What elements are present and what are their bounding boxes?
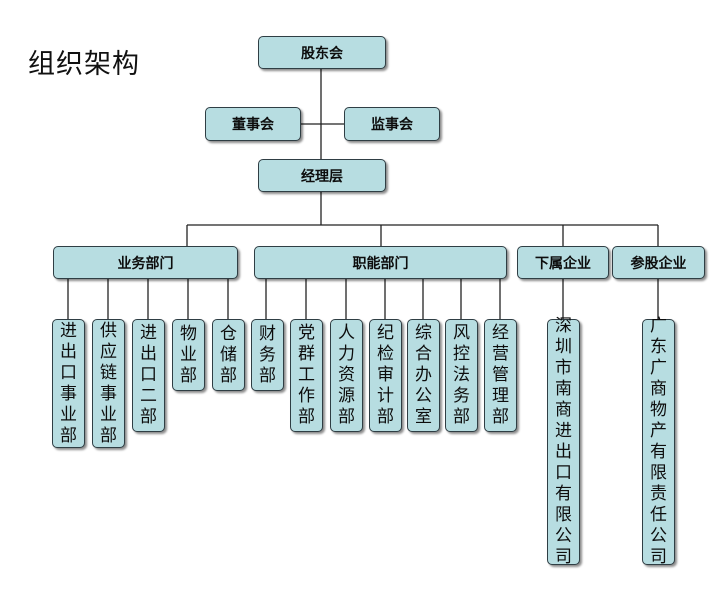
node-property-dept: 物业部: [172, 319, 205, 391]
node-warehousing-dept: 仓储部: [212, 319, 245, 391]
node-label: 监事会: [371, 117, 413, 133]
node-label: 下属企业: [535, 255, 591, 272]
node-supply-chain-division: 供应链事业部: [92, 319, 125, 448]
node-label: 进出口二部: [140, 323, 157, 427]
node-label: 参股企业: [630, 255, 687, 272]
node-label: 财务部: [259, 323, 276, 386]
node-label: 经理层: [301, 168, 343, 185]
node-board-of-supervisors: 监事会: [344, 107, 440, 141]
node-label: 物业部: [180, 323, 197, 386]
node-general-office: 综合办公室: [407, 319, 440, 432]
node-import-export-division: 进出口事业部: [52, 319, 85, 448]
node-label: 业务部门: [117, 255, 174, 272]
node-label: 综合办公室: [415, 323, 432, 427]
node-label: 供应链事业部: [100, 320, 117, 446]
node-label: 进出口事业部: [60, 320, 77, 446]
node-label: 广东广商物产有限责任公司: [650, 316, 667, 567]
node-shareholders-meeting: 股东会: [258, 36, 386, 69]
node-operations-management-dept: 经营管理部: [484, 319, 517, 432]
node-label: 股东会: [301, 45, 343, 62]
node-subsidiary-company: 深圳市南商进出口有限公司: [547, 316, 580, 567]
node-label: 纪检审计部: [377, 323, 394, 427]
page-title: 组织架构: [28, 49, 140, 80]
node-label: 人力资源部: [338, 323, 355, 427]
node-subsidiaries: 下属企业: [517, 246, 609, 279]
node-discipline-audit-dept: 纪检审计部: [369, 319, 402, 432]
node-human-resources-dept: 人力资源部: [330, 319, 363, 432]
node-label: 经营管理部: [492, 323, 509, 427]
node-label: 董事会: [232, 117, 274, 133]
node-label: 仓储部: [220, 323, 237, 386]
node-party-affairs-dept: 党群工作部: [290, 319, 323, 432]
node-finance-dept: 财务部: [251, 319, 284, 391]
node-import-export-dept-2: 进出口二部: [132, 319, 165, 432]
node-label: 风控法务部: [453, 323, 470, 427]
node-affiliate-company: 广东广商物产有限责任公司: [642, 316, 675, 567]
node-board-of-directors: 董事会: [205, 107, 301, 141]
node-risk-legal-dept: 风控法务部: [445, 319, 478, 432]
node-management: 经理层: [258, 159, 386, 192]
node-label: 党群工作部: [298, 323, 315, 427]
node-affiliates: 参股企业: [612, 246, 705, 279]
node-business-departments: 业务部门: [53, 246, 238, 279]
node-label: 职能部门: [352, 255, 409, 272]
node-label: 深圳市南商进出口有限公司: [555, 316, 572, 567]
node-functional-departments: 职能部门: [254, 246, 507, 279]
